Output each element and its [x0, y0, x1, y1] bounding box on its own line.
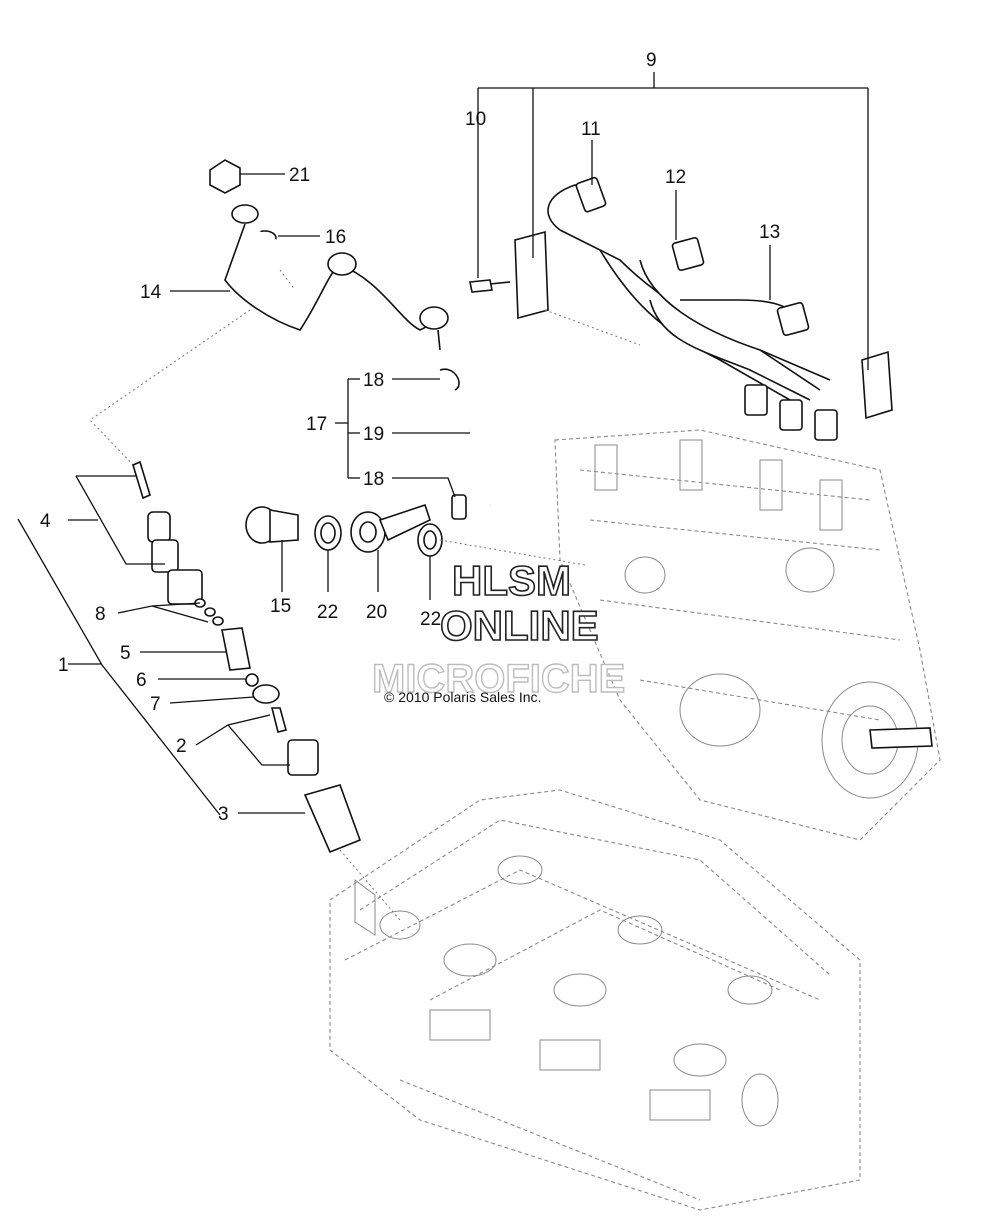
callout-14: 14 [140, 282, 162, 303]
callout-7: 7 [150, 694, 161, 715]
copyright-text: © 2010 Polaris Sales Inc. [384, 689, 541, 705]
callout-4: 4 [40, 511, 51, 532]
callout-12: 12 [665, 167, 686, 188]
callout-2: 2 [176, 736, 187, 757]
cylinder-head-icon [329, 789, 861, 1211]
injection-pipes-icon [469, 176, 893, 441]
banjo-fitting-icon [245, 503, 443, 557]
watermark-line-3: MICROFICHE [372, 657, 625, 701]
callout-10: 10 [465, 109, 486, 130]
callout-18-top: 18 [363, 370, 384, 391]
callout-19: 19 [363, 424, 384, 445]
callout-3: 3 [218, 804, 229, 825]
callout-21: 21 [289, 165, 310, 186]
callout-13: 13 [759, 222, 780, 243]
callout-9: 9 [646, 50, 657, 71]
callout-18-bottom: 18 [363, 469, 384, 490]
injection-pump-icon [554, 429, 941, 841]
callout-20: 20 [366, 602, 387, 623]
return-pipe-icon [209, 159, 449, 351]
callout-5: 5 [120, 643, 131, 664]
watermark: HLSM ONLINE MICROFICHE [371, 556, 626, 702]
leader-lines [17, 72, 869, 816]
callout-15: 15 [270, 596, 291, 617]
watermark-line-2: ONLINE [440, 602, 599, 649]
callout-1: 1 [58, 655, 69, 676]
injector-nozzle-icon [132, 460, 362, 854]
callout-16: 16 [325, 227, 346, 248]
callout-22-left: 22 [317, 602, 338, 623]
watermark-line-1: HLSM [452, 557, 571, 604]
callout-6: 6 [136, 670, 147, 691]
callout-17: 17 [306, 414, 327, 435]
overflow-hose-icon [439, 368, 518, 520]
callout-8: 8 [95, 604, 106, 625]
callout-22-right: 22 [420, 609, 441, 630]
callout-labels: 9 10 11 12 13 21 16 14 18 17 19 18 4 15 … [40, 50, 780, 825]
callout-11: 11 [581, 119, 601, 140]
